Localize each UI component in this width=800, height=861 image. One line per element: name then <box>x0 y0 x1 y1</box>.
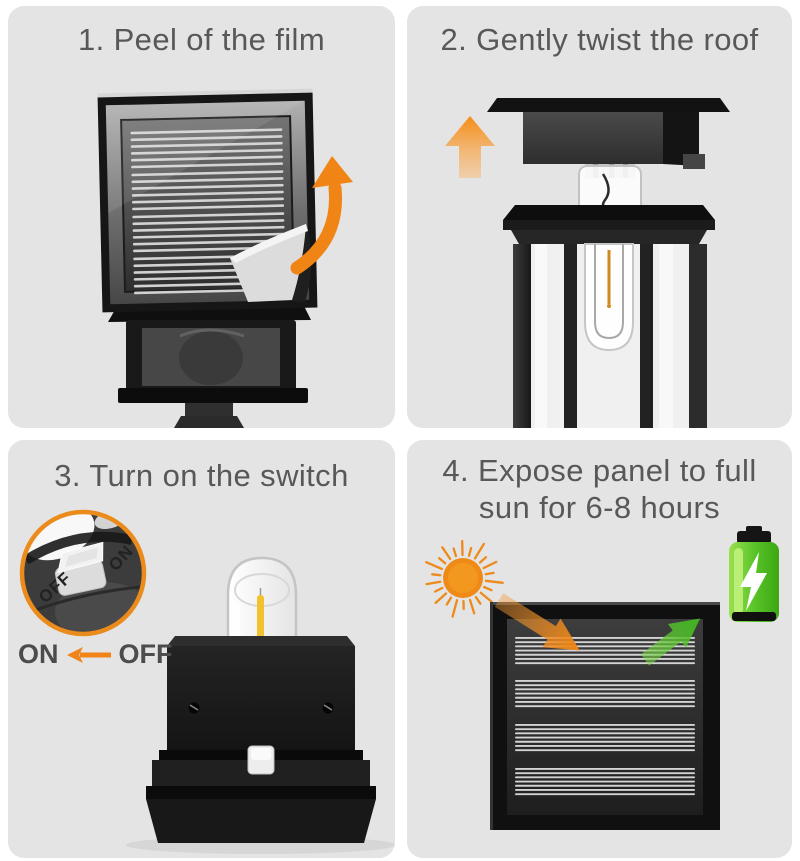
peel-arrow-icon <box>290 156 353 275</box>
switch-direction-label: ON OFF <box>18 639 173 670</box>
step-2-panel: 2. Gently twist the roof <box>407 6 792 428</box>
filament-bulb <box>584 243 634 352</box>
step-4-illustration <box>425 526 779 830</box>
charge-arrow-icon <box>640 618 701 666</box>
on-label: ON <box>18 639 59 669</box>
step-3-title: 3. Turn on the switch <box>54 458 349 493</box>
solar-cell-stripes <box>130 128 287 295</box>
step-4-title-line1: 4. Expose panel to full <box>442 453 757 488</box>
lift-arrow-icon <box>445 116 495 178</box>
step-2-illustration <box>445 98 730 428</box>
step-2-title: 2. Gently twist the roof <box>440 22 759 57</box>
lamp-body <box>503 205 715 428</box>
step-1-illustration <box>97 88 353 428</box>
off-label: OFF <box>118 639 173 669</box>
solar-cell-stripes <box>515 637 695 796</box>
switch-closeup-inset: OFF ON <box>19 509 147 637</box>
step-3-illustration: OFF ON <box>19 509 395 854</box>
step-1-title: 1. Peel of the film <box>77 22 326 57</box>
battery-icon <box>729 526 779 622</box>
step-4-panel: 4. Expose panel to full sun for 6-8 hour… <box>407 440 792 858</box>
step-3-panel: 3. Turn on the switch ON OFF <box>8 440 395 858</box>
switch-cap <box>54 541 107 596</box>
step-4-title: 4. Expose panel to full sun for 6-8 hour… <box>407 452 792 526</box>
lightning-bolt-icon <box>740 552 767 611</box>
absorb-arrow-icon <box>494 593 580 651</box>
lamp-head <box>108 304 311 428</box>
lamp-roof-cap <box>487 98 730 220</box>
switch-direction-arrow-icon <box>66 646 111 663</box>
sun-icon <box>425 539 504 618</box>
lamp-base <box>126 556 395 854</box>
step-4-title-line2: sun for 6-8 hours <box>478 490 721 525</box>
step-1-panel: 1. Peel of the film <box>8 6 395 428</box>
solar-panel <box>490 602 720 830</box>
